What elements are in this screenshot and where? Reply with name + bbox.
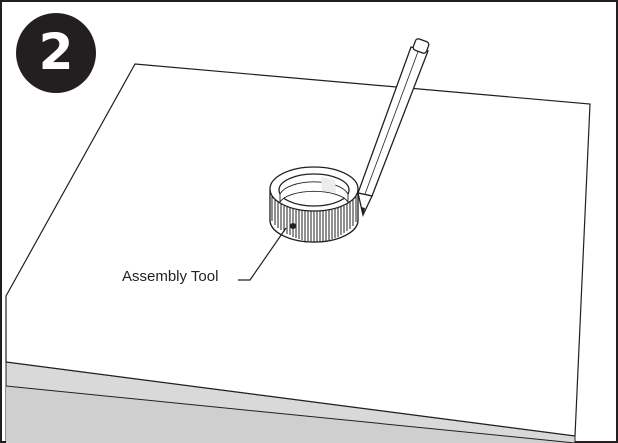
- step-number-badge: 2: [16, 13, 96, 93]
- board-edge-line: [5, 385, 576, 443]
- callout-leader-line: [238, 227, 287, 281]
- assembly-tool-ring-icon: [269, 166, 359, 243]
- step-number: 2: [38, 23, 74, 81]
- pencil-icon: [357, 38, 430, 217]
- assembly-tool-label: Assembly Tool: [122, 268, 219, 285]
- board-surface: [5, 63, 591, 437]
